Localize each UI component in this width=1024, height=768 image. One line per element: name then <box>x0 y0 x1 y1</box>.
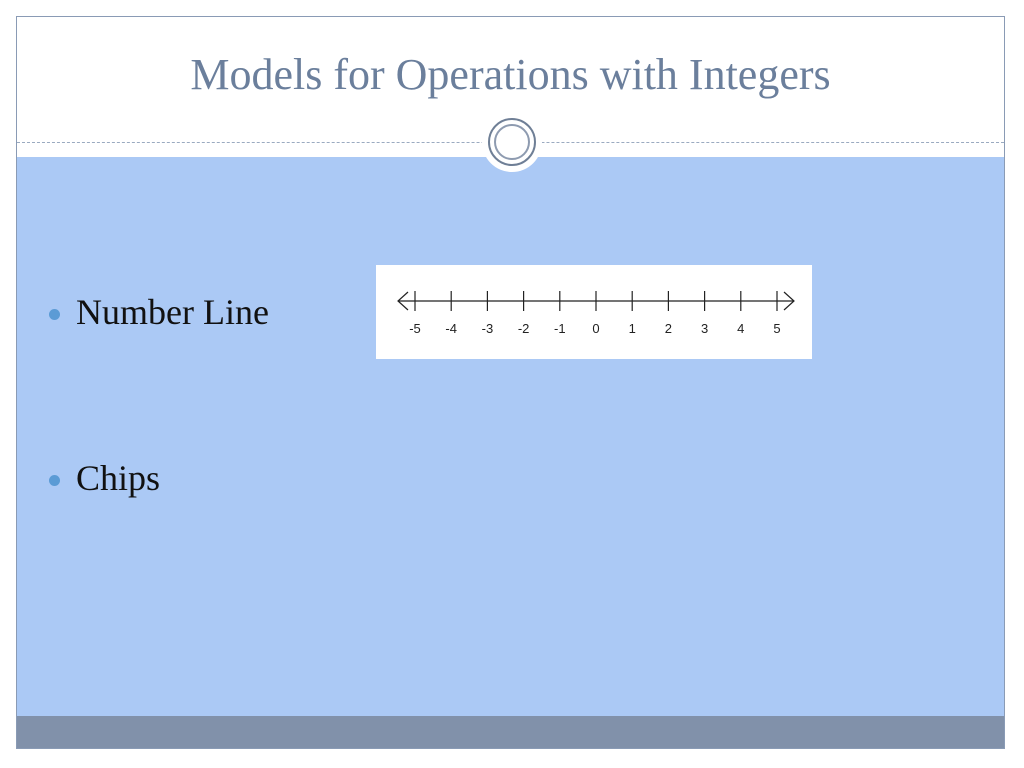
number-line-tick-label: 0 <box>592 321 599 336</box>
number-line-ticks: -5 -4 -3 -2 -1 0 1 2 3 4 5 <box>409 291 781 336</box>
number-line-figure: -5 -4 -3 -2 -1 0 1 2 3 4 5 <box>376 265 812 359</box>
number-line-tick-label: -1 <box>554 321 566 336</box>
number-line-tick-label: 1 <box>629 321 636 336</box>
number-line-tick-label: -3 <box>482 321 494 336</box>
bullet-item-chips: Chips <box>49 460 160 496</box>
round-bullet-icon <box>49 308 60 320</box>
bullet-label: Chips <box>76 458 161 498</box>
round-bullet-icon <box>49 474 60 486</box>
number-line-svg: -5 -4 -3 -2 -1 0 1 2 3 4 5 <box>397 291 795 336</box>
number-line-tick-label: -4 <box>445 321 457 336</box>
bullet-item-number-line: Number Line <box>49 294 269 330</box>
footer-band <box>17 716 1004 748</box>
content-area <box>17 157 1004 716</box>
slide: Models for Operations with Integers Numb… <box>16 16 1005 749</box>
number-line-tick-label: -5 <box>409 321 421 336</box>
number-line-tick-label: -2 <box>518 321 530 336</box>
arrow-left-icon <box>397 291 409 311</box>
number-line-tick-label: 4 <box>737 321 744 336</box>
arrow-right-icon <box>783 291 795 311</box>
number-line-tick-label: 2 <box>665 321 672 336</box>
number-line-tick-label: 5 <box>773 321 780 336</box>
slide-title: Models for Operations with Integers <box>190 50 831 99</box>
double-ring-icon <box>482 112 542 172</box>
number-line-tick-label: 3 <box>701 321 708 336</box>
bullet-label: Number Line <box>76 292 269 332</box>
